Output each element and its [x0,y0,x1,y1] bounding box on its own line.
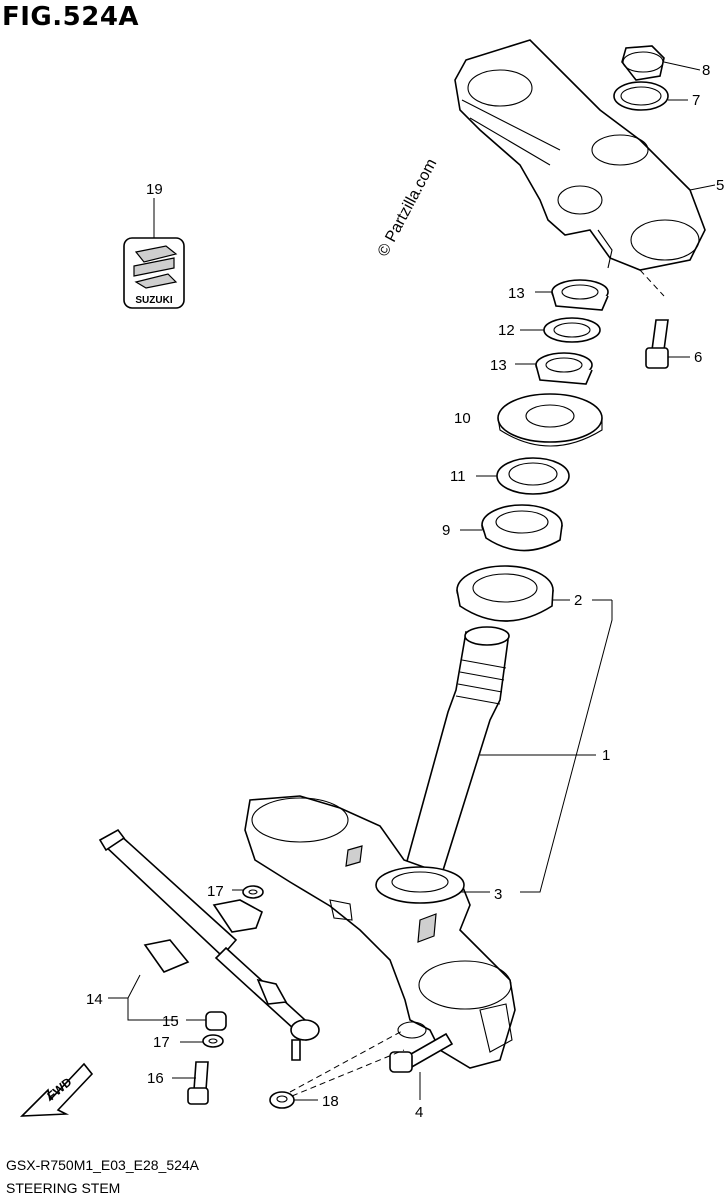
callout-18: 18 [322,1093,339,1110]
lower-bracket [244,795,516,1069]
callout-5: 5 [716,177,724,194]
upper-bracket [454,39,706,271]
callout-16: 16 [147,1070,164,1087]
dust-seal [497,393,603,447]
callout-12: 12 [498,322,515,339]
forward-arrow-icon: FWD [19,1062,94,1117]
lock-nut-upper [551,279,609,311]
steering-stem [403,626,510,881]
damper-nut [205,1011,227,1031]
damper-bolt [187,1061,209,1105]
suzuki-emblem-icon: SUZUKI [123,237,185,309]
callout-2: 2 [574,592,582,609]
callout-9: 9 [442,522,450,539]
steering-damper [98,828,320,1061]
callout-19: 19 [146,181,163,198]
damper-washer-upper [242,885,264,899]
callout-1: 1 [602,747,610,764]
emblem-text: SUZUKI [135,295,172,306]
callout-17-lower: 17 [153,1034,170,1051]
figure-code: GSX-R750M1_E03_E28_524A [6,1157,200,1173]
figure-title: FIG.524A [2,2,140,32]
callout-17-upper: 17 [207,883,224,900]
callout-4: 4 [415,1104,423,1121]
lock-nut-lower [535,352,593,385]
callout-8: 8 [702,62,710,79]
damper-end-nut [269,1091,295,1109]
clamp-bolt [645,319,669,369]
steering-stem-nut [621,45,665,81]
callout-11: 11 [450,468,466,485]
callout-3: 3 [494,886,502,903]
callout-7: 7 [692,92,700,109]
callout-6: 6 [694,349,702,366]
callout-13-upper: 13 [508,285,525,302]
washer [613,81,669,111]
callout-14: 14 [86,991,103,1008]
seal-ring [496,457,570,495]
leader-lines [108,61,716,1101]
figure-name: STEERING STEM [6,1180,121,1196]
lock-washer [543,317,601,343]
pinch-bolt [389,1032,454,1073]
callout-10: 10 [454,410,471,427]
damper-washer-lower [202,1034,224,1048]
upper-bearing [481,504,563,552]
bearing-race [456,565,554,622]
callout-13-lower: 13 [490,357,507,374]
callout-15: 15 [162,1013,179,1030]
callout-labels: 1 2 3 4 5 6 7 8 9 10 11 12 13 13 14 15 1… [86,62,724,1121]
